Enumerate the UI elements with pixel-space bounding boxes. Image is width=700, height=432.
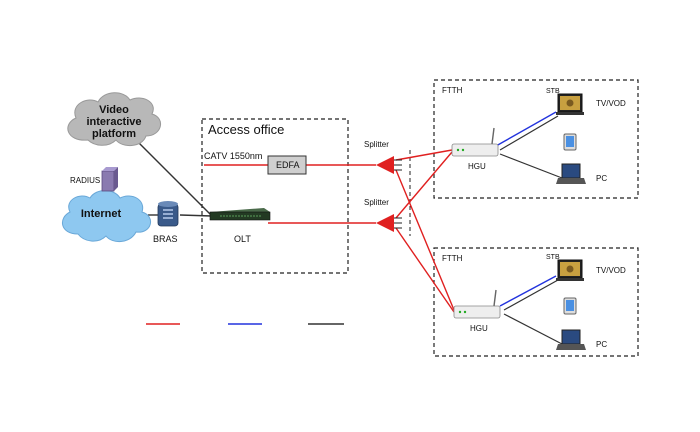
link-splitter2-hgu1 <box>395 151 453 219</box>
hgu-router-icon-top <box>451 127 499 157</box>
link-hgu2-pc <box>503 313 563 345</box>
video-cloud-line-1: Video <box>99 104 129 116</box>
ftth-box-bottom <box>433 247 639 357</box>
internet-cloud-icon <box>62 190 151 242</box>
access-office-box <box>201 118 349 274</box>
video-cloud-line-3: platform <box>92 128 136 140</box>
stb-label-bottom: STB <box>546 254 560 261</box>
stb-label-top: STB <box>546 88 560 95</box>
link-splitter1-hgu2 <box>395 169 455 311</box>
radius-server-icon <box>101 167 118 192</box>
laptop-icon-top <box>556 163 586 184</box>
laptop-icon-bottom <box>556 329 586 350</box>
splitter-top-label: Splitter <box>364 140 389 149</box>
tv-vod-label-bottom: TV/VOD <box>596 266 626 275</box>
ftth-box-top <box>433 79 639 199</box>
tv-icon-bottom <box>556 259 584 281</box>
olt-label: OLT <box>234 234 251 244</box>
splitter-bottom-icon <box>376 214 402 232</box>
edfa-label: EDFA <box>276 160 300 170</box>
access-office-title: Access office <box>208 122 285 137</box>
link-hgu1-pc <box>499 153 563 179</box>
hgu-label-bottom: HGU <box>470 324 488 333</box>
bras-router-icon <box>157 201 179 227</box>
bras-label: BRAS <box>153 234 178 244</box>
catv-label: CATV 1550nm <box>204 151 263 161</box>
link-hgu1-stb-blue <box>495 111 557 147</box>
tablet-icon-top <box>563 133 577 151</box>
pc-label-top: PC <box>596 174 608 183</box>
pc-label-bottom: PC <box>596 340 608 349</box>
tv-icon-top <box>556 93 584 115</box>
splitter-bottom-label: Splitter <box>364 198 389 207</box>
link-video-olt <box>135 139 213 217</box>
olt-device-icon <box>209 208 271 221</box>
hgu-label-top: HGU <box>468 162 486 171</box>
ftth-title-top: FTTH <box>442 86 463 95</box>
video-cloud-label: Video interactive platform <box>76 104 152 140</box>
internet-cloud-label: Internet <box>80 208 122 220</box>
video-platform-cloud-icon <box>67 92 161 146</box>
ftth-title-bottom: FTTH <box>442 254 463 263</box>
link-hgu1-stb-black <box>499 115 559 151</box>
link-hgu2-stb-blue <box>499 275 557 307</box>
link-splitter1-hgu1 <box>395 149 453 161</box>
link-hgu2-stb-black <box>503 279 559 311</box>
hgu-router-icon-bottom <box>453 289 501 319</box>
edfa-box <box>267 155 307 175</box>
tv-vod-label-top: TV/VOD <box>596 99 626 108</box>
link-splitter2-hgu2 <box>395 227 455 313</box>
splitter-top-icon <box>376 156 402 174</box>
radius-label: RADIUS <box>70 176 101 185</box>
tablet-icon-bottom <box>563 297 577 315</box>
video-cloud-line-2: interactive <box>86 116 142 128</box>
link-bras-olt <box>179 214 213 217</box>
